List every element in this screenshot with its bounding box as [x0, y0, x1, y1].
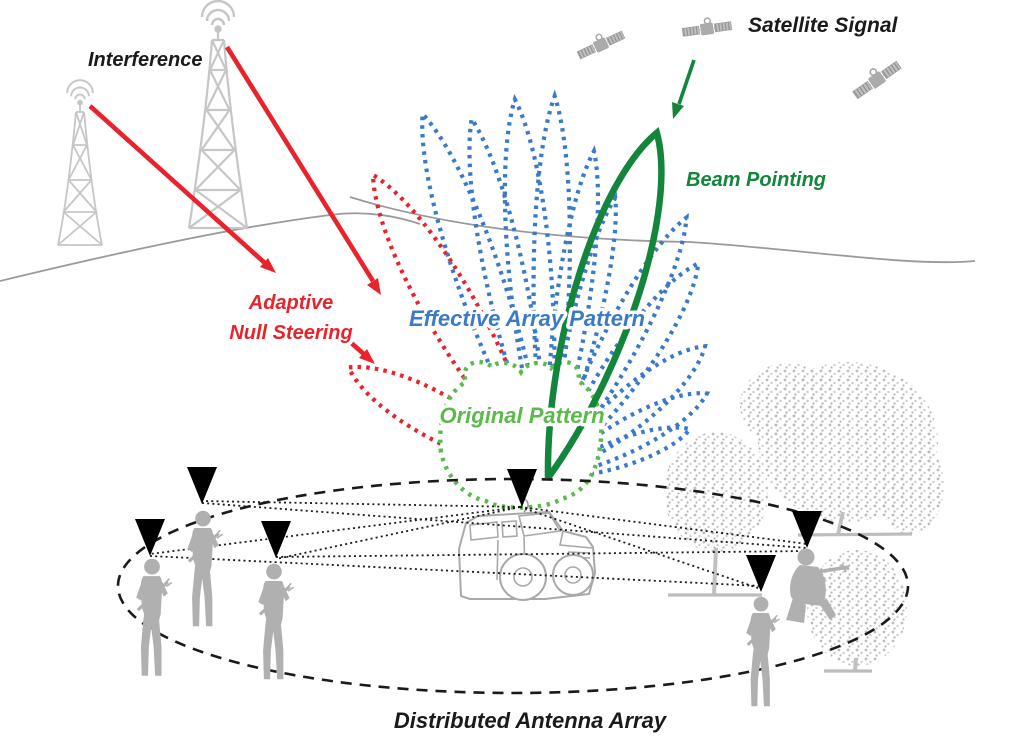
- array-link-lines: [149, 500, 808, 590]
- soldier-icon: [744, 595, 781, 708]
- soldier-icons: [134, 509, 850, 708]
- adaptive-null-steering-label-line1: Adaptive: [248, 292, 333, 314]
- interference-tower-large-icon: [187, 0, 249, 230]
- main-beam-lobe: [544, 127, 665, 480]
- interference-tower-small-icon: [57, 79, 103, 246]
- soldier-icon: [256, 562, 296, 681]
- distributed-antenna-array-label: Distributed Antenna Array: [394, 708, 668, 733]
- satellite-icon: [680, 14, 733, 39]
- antenna-marker: [746, 555, 776, 592]
- antenna-marker: [261, 521, 291, 558]
- antenna-marker: [792, 511, 822, 548]
- satellite-icon: [573, 24, 627, 62]
- adaptive-null-steering-label-line2: Null Steering: [229, 322, 352, 344]
- satellite-icon: [847, 54, 904, 102]
- beam-pointing-arrow: [672, 59, 696, 119]
- original-pattern-label: Original Pattern: [439, 403, 604, 428]
- beam-pointing-label: Beam Pointing: [686, 169, 826, 191]
- soldier-icon: [134, 557, 174, 678]
- tree-icons: [664, 362, 944, 673]
- null-steered-lobe: [370, 171, 551, 480]
- satellite-signal-label: Satellite Signal: [748, 14, 899, 37]
- soldier-icon: [185, 509, 225, 628]
- interference-label: Interference: [88, 49, 203, 71]
- effective-array-pattern-label: Effective Array Pattern: [409, 306, 645, 331]
- original-pattern-blob: [438, 359, 604, 510]
- vehicle-icon: [458, 478, 596, 601]
- antenna-marker: [187, 467, 217, 504]
- antenna-node-markers: [135, 467, 822, 592]
- antenna-marker: [135, 519, 165, 556]
- kneeling-soldier-icon: [786, 548, 850, 623]
- antenna-marker: [507, 469, 537, 507]
- interference-rays: [88, 45, 381, 364]
